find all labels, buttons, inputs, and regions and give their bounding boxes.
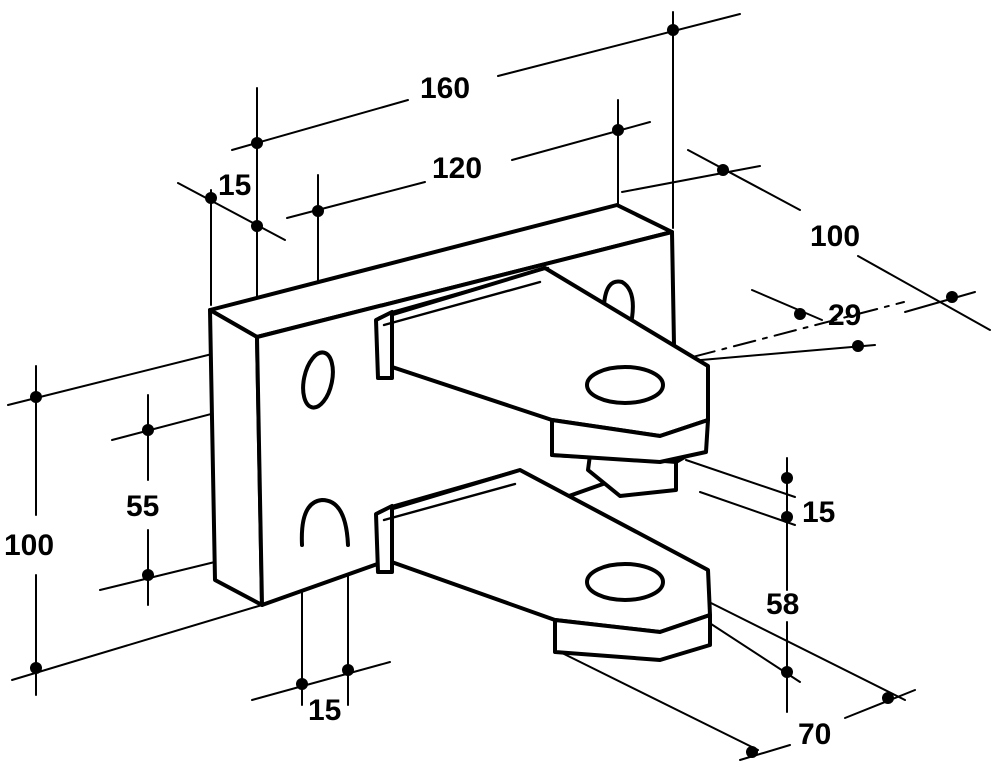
dim-slot-width: 15 bbox=[308, 694, 341, 727]
lower-lug-hole bbox=[585, 562, 665, 602]
dim-lug-gap: 58 bbox=[766, 588, 799, 621]
dim-lug-hole-offset: 29 bbox=[828, 299, 861, 332]
dim-hole-spacing-horizontal: 120 bbox=[432, 152, 482, 185]
upper-left-hole bbox=[301, 350, 335, 410]
upper-right-hole bbox=[602, 279, 635, 320]
dim-lug-length: 70 bbox=[798, 718, 831, 751]
lower-lug bbox=[374, 468, 712, 662]
dimension-labels: 160 120 15 100 29 55 100 15 15 58 70 bbox=[4, 72, 861, 751]
dim-lug-thickness: 15 bbox=[802, 496, 835, 529]
upper-lug bbox=[374, 266, 710, 498]
slot-hole bbox=[299, 498, 350, 547]
dim-plate-thickness: 15 bbox=[218, 169, 251, 202]
dimension-markers bbox=[30, 24, 958, 758]
dim-overall-width: 160 bbox=[420, 72, 470, 105]
dim-depth: 100 bbox=[810, 220, 860, 253]
upper-lug-hole bbox=[585, 365, 665, 405]
dim-hole-spacing-vertical: 55 bbox=[126, 490, 159, 523]
dimension-lines bbox=[7, 11, 991, 761]
dim-plate-height: 100 bbox=[4, 529, 54, 562]
